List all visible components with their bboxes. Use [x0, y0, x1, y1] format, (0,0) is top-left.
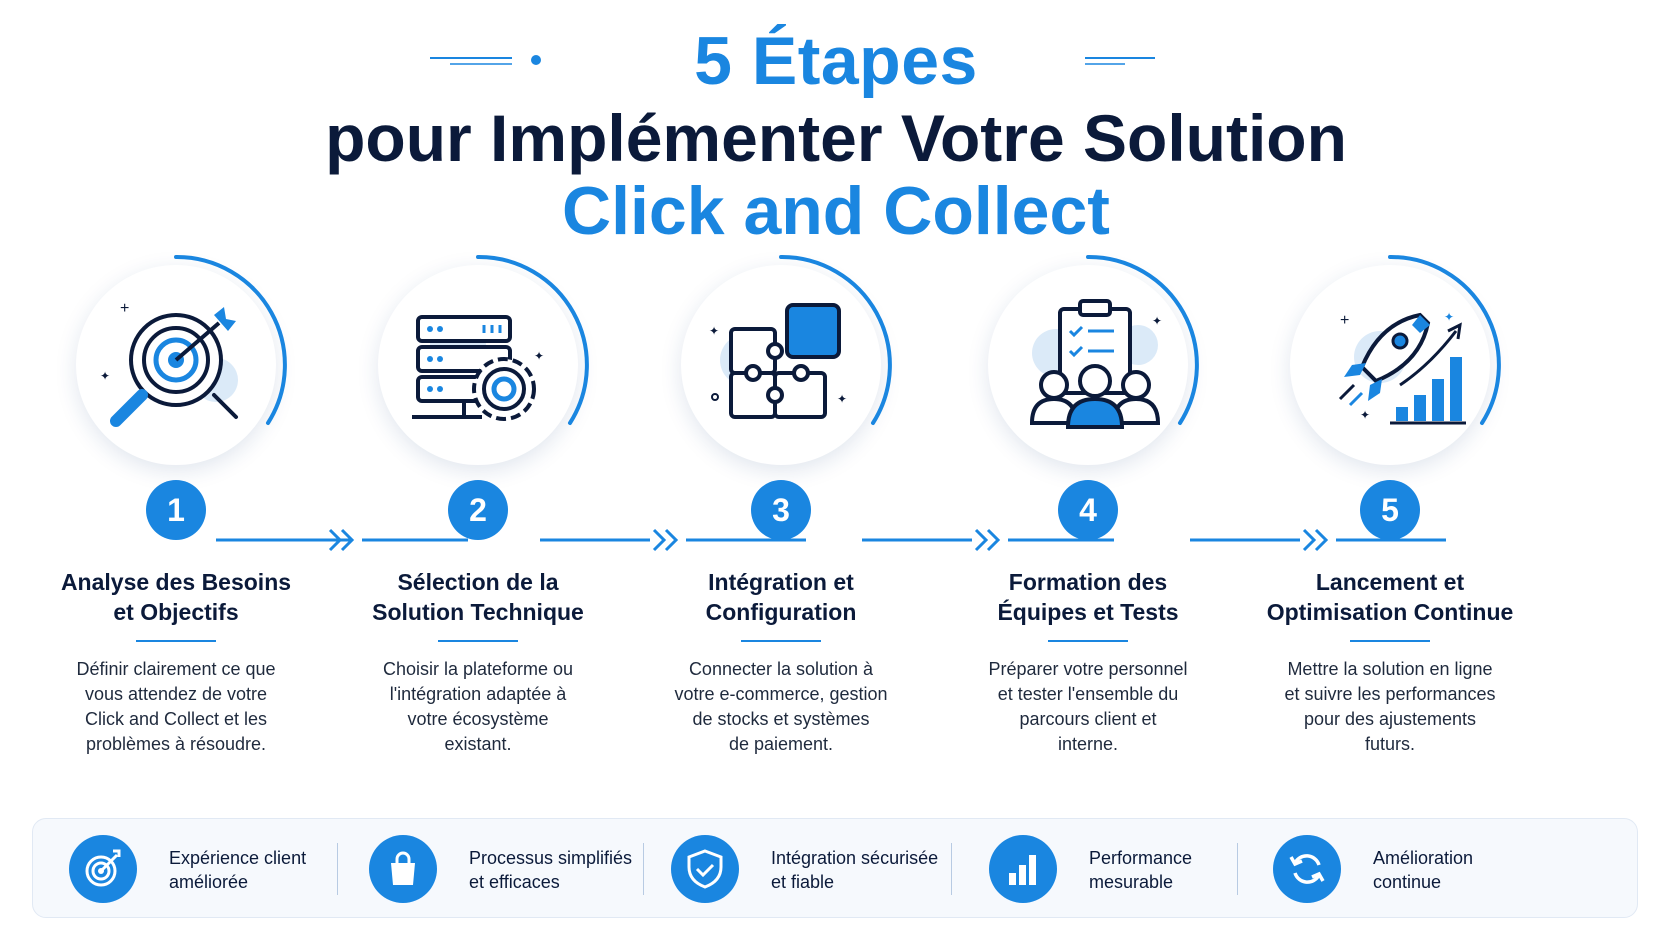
- progress-arc: [1388, 254, 1501, 425]
- step-number: 4: [1058, 480, 1118, 540]
- title-underline: [1350, 640, 1430, 642]
- progress-arc: [476, 254, 589, 425]
- decorative-lines-right: [1085, 57, 1155, 65]
- svg-text:✦: ✦: [1152, 314, 1162, 328]
- svg-text:✦: ✦: [1444, 310, 1454, 324]
- target-arrow-icon: [69, 835, 137, 903]
- progress-arc: [779, 254, 892, 425]
- refresh-icon: [1273, 835, 1341, 903]
- server-gear-icon: ✦: [412, 315, 544, 421]
- benefit-separator: [1237, 843, 1238, 895]
- svg-text:+: +: [120, 300, 129, 317]
- clipboard-team-icon: ✦: [1029, 299, 1162, 429]
- svg-text:✦: ✦: [100, 369, 110, 383]
- benefit-separator: [951, 843, 952, 895]
- benefit-separator: [643, 843, 644, 895]
- step-number: 3: [751, 480, 811, 540]
- svg-text:✦: ✦: [709, 324, 719, 338]
- decorative-lines-left: [430, 55, 541, 65]
- title-underline: [438, 640, 518, 642]
- connector-arrow-2-3: [540, 528, 806, 552]
- puzzle-icon: ✦ ✦: [709, 303, 847, 419]
- benefit-separator: [337, 843, 338, 895]
- svg-text:✦: ✦: [1360, 408, 1370, 422]
- step-icon-circle: + ✦ ✦: [1290, 254, 1501, 465]
- title-line-1: 5 Étapes: [694, 23, 978, 99]
- shield-check-icon: [671, 835, 739, 903]
- svg-text:✦: ✦: [837, 392, 847, 406]
- step-icon-circle: + ✦: [76, 254, 287, 465]
- title-underline: [741, 640, 821, 642]
- header: 5 Étapes pour Implémenter Votre Solution…: [0, 0, 1672, 250]
- title-underline: [1048, 640, 1128, 642]
- title-line-3: Click and Collect: [562, 173, 1110, 249]
- step-number: 5: [1360, 480, 1420, 540]
- title-underline: [136, 640, 216, 642]
- connector-arrow-1-2: [216, 528, 468, 552]
- connector-arrow-3-4: [862, 528, 1114, 552]
- svg-text:✦: ✦: [534, 349, 544, 363]
- connector-arrow-4-5: [1190, 528, 1446, 552]
- step-icon-circle: ✦: [988, 254, 1199, 465]
- progress-arc: [1086, 254, 1199, 425]
- progress-arc: [174, 254, 287, 425]
- step-number: 1: [146, 480, 206, 540]
- step-icon-circle: ✦ ✦: [681, 254, 892, 465]
- step-icon-circle: ✦: [378, 254, 589, 465]
- title-line-2: pour Implémenter Votre Solution: [325, 101, 1347, 175]
- shopping-bag-icon: [369, 835, 437, 903]
- rocket-growth-icon: + ✦ ✦: [1338, 310, 1466, 425]
- step-number: 2: [448, 480, 508, 540]
- bar-chart-icon: [989, 835, 1057, 903]
- target-magnifier-icon: + ✦: [100, 300, 238, 427]
- svg-text:+: +: [1340, 312, 1349, 329]
